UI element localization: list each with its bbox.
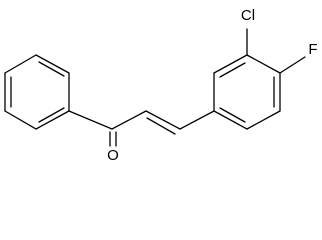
bond-ar-inner-3 (219, 107, 246, 123)
bond-ar-5 (246, 110, 281, 130)
bond-alpha-beta (145, 110, 181, 130)
phenyl-ring (4, 54, 70, 130)
bond-ph-inner-3 (38, 61, 65, 77)
bond-ph-6 (35, 54, 70, 74)
bond-carbonyl-alpha (111, 110, 147, 130)
bond-alpha-beta-inner (146, 117, 176, 135)
bond-ar-f (279, 56, 306, 74)
bond-ph-carbonyl (68, 110, 113, 130)
bond-ar-inner-1 (219, 62, 246, 78)
bond-ar-3 (246, 54, 281, 74)
bond-ph-4 (35, 110, 70, 130)
atom-label-fluorine: F (308, 41, 317, 58)
bond-ar-2 (213, 54, 248, 74)
enone-chain (68, 110, 215, 147)
bond-ar-6 (213, 110, 248, 130)
bond-beta-ring (179, 110, 215, 130)
chemical-structure-diagram: O Cl F (4, 7, 318, 164)
atom-label-chlorine: Cl (241, 7, 255, 24)
bond-ph-inner-2 (38, 107, 65, 123)
bond-ph-1 (4, 54, 37, 74)
atom-label-oxygen: O (107, 147, 119, 164)
chlorofluorophenyl-ring (213, 28, 306, 130)
bond-ph-3 (4, 110, 37, 130)
